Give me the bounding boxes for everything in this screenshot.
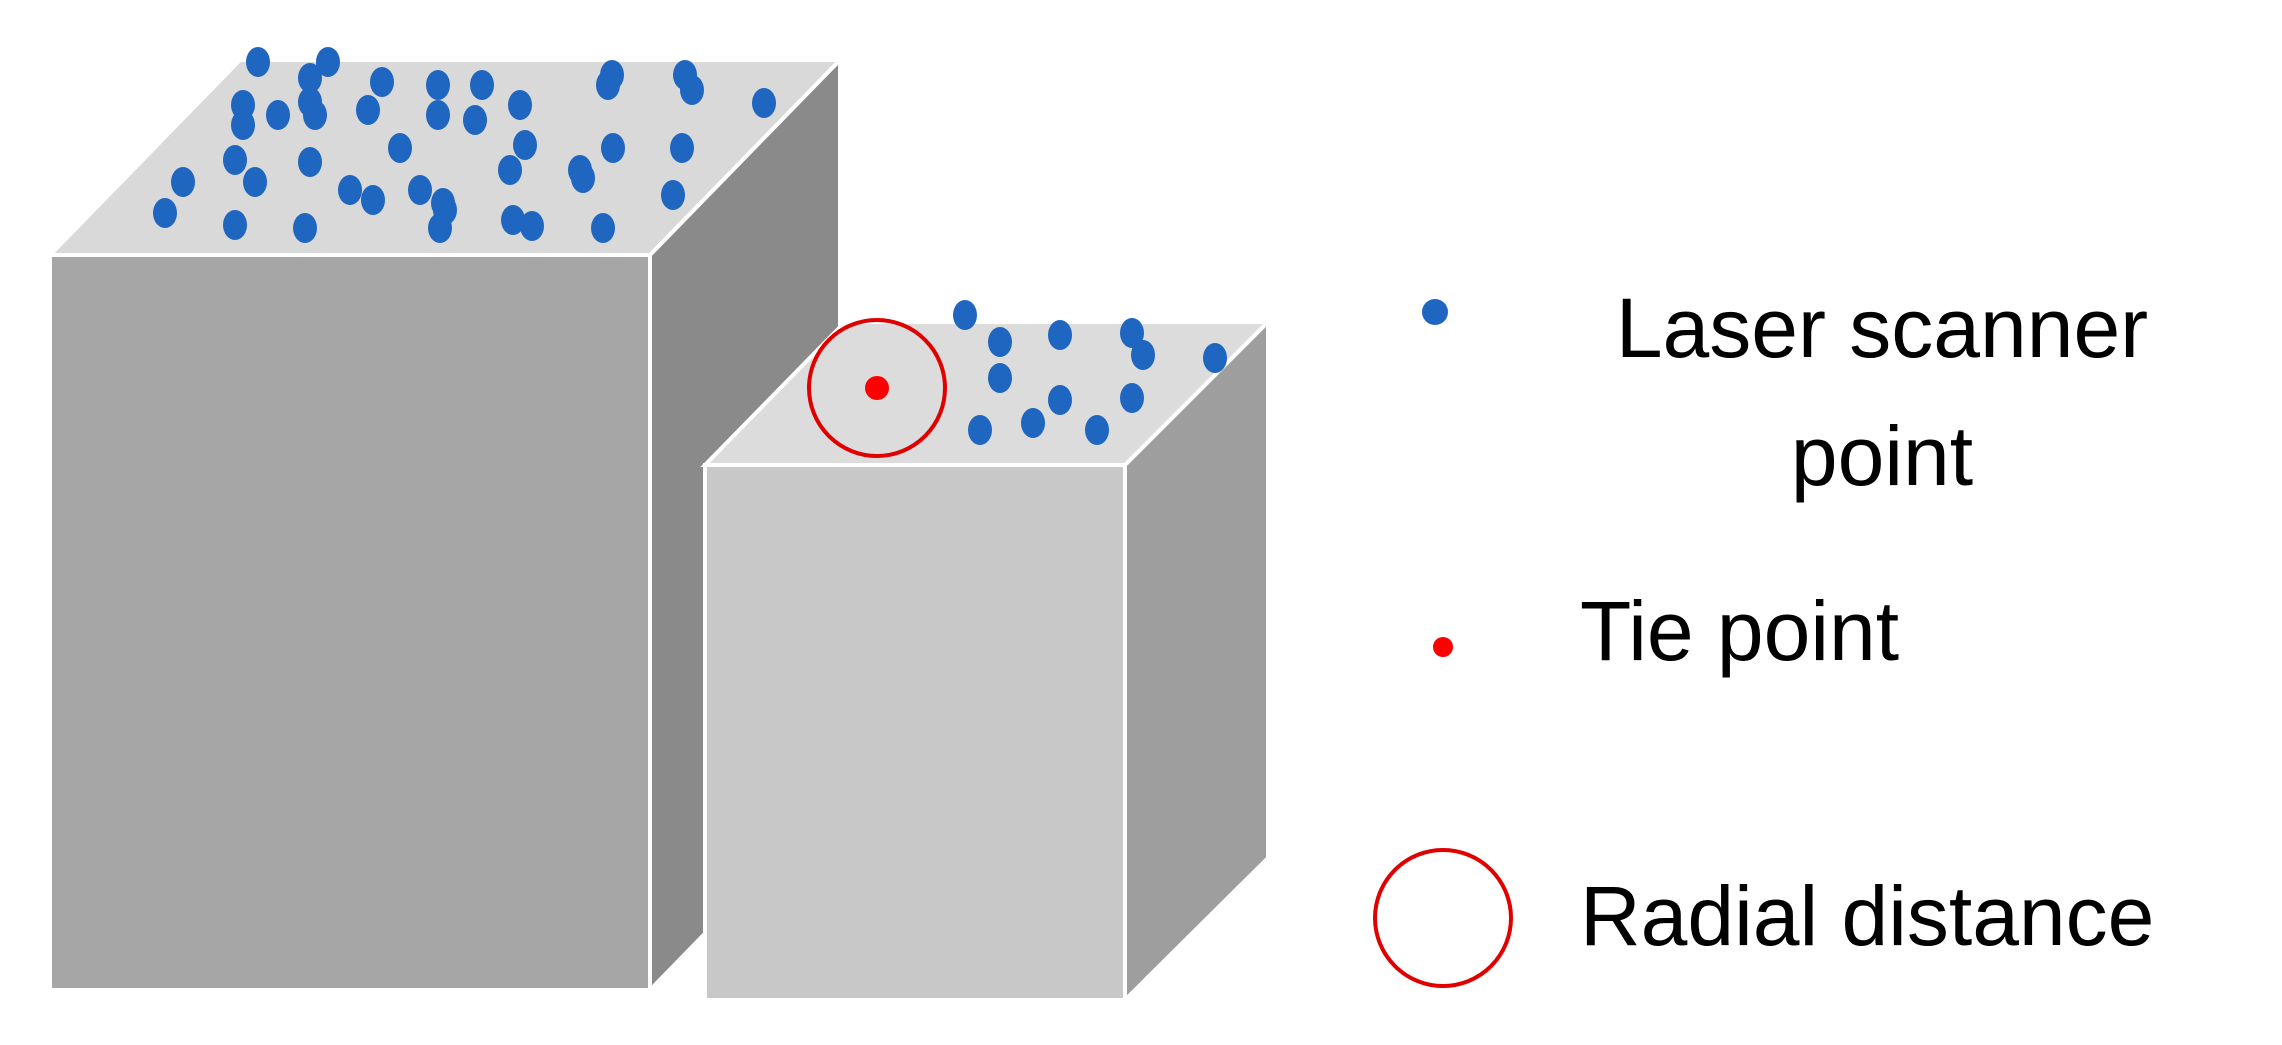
legend-radial-distance-label: Radial distance	[1580, 869, 2154, 963]
laser-point	[1120, 318, 1144, 348]
short-building-front-face	[703, 463, 1127, 1002]
laser-point	[408, 175, 432, 205]
legend-tie-point-label: Tie point	[1580, 584, 1899, 678]
tie-point-marker	[807, 318, 947, 458]
legend-laser-label-line1: Laser scanner	[1616, 281, 2148, 375]
laser-point	[428, 213, 452, 243]
laser-point	[1048, 320, 1072, 350]
red-circle-icon	[1373, 848, 1513, 988]
laser-point	[988, 363, 1012, 393]
laser-point	[171, 167, 195, 197]
laser-point	[338, 175, 362, 205]
laser-point	[293, 213, 317, 243]
laser-point	[498, 155, 522, 185]
laser-point	[356, 95, 380, 125]
laser-point	[298, 147, 322, 177]
laser-point	[1131, 340, 1155, 370]
red-dot-icon	[1433, 637, 1453, 657]
laser-point	[266, 100, 290, 130]
laser-point	[520, 211, 544, 241]
laser-point	[388, 133, 412, 163]
blue-dot-icon	[1422, 299, 1448, 325]
laser-point	[426, 100, 450, 130]
tall-building-front-face	[48, 253, 652, 992]
laser-points-tall-roof	[153, 47, 776, 243]
laser-point	[223, 145, 247, 175]
laser-point	[303, 100, 327, 130]
laser-point	[298, 63, 322, 93]
laser-point	[426, 70, 450, 100]
laser-point	[568, 155, 592, 185]
laser-point	[1048, 385, 1072, 415]
laser-point	[591, 213, 615, 243]
laser-point	[243, 167, 267, 197]
laser-point	[670, 133, 694, 163]
laser-points-short-roof	[953, 300, 1227, 445]
laser-point	[431, 188, 455, 218]
laser-point	[223, 210, 247, 240]
laser-point	[231, 110, 255, 140]
laser-point	[1085, 415, 1109, 445]
laser-point	[361, 185, 385, 215]
laser-point	[661, 180, 685, 210]
laser-point	[680, 75, 704, 105]
laser-point	[1021, 408, 1045, 438]
laser-point	[501, 205, 525, 235]
short-building	[700, 317, 1273, 1005]
laser-point	[752, 88, 776, 118]
legend: Laser scanner point Tie point Radial dis…	[1373, 281, 2154, 988]
tie-point	[865, 376, 889, 400]
radial-distance-circle	[807, 318, 947, 458]
laser-point	[988, 327, 1012, 357]
laser-point	[246, 47, 270, 77]
laser-point	[513, 130, 537, 160]
laser-point	[1203, 343, 1227, 373]
legend-laser-label-line2: point	[1791, 409, 1973, 503]
laser-point	[508, 90, 532, 120]
laser-point	[968, 415, 992, 445]
laser-point	[600, 60, 624, 90]
laser-point	[953, 300, 977, 330]
laser-point	[370, 67, 394, 97]
laser-point	[316, 47, 340, 77]
laser-point	[601, 133, 625, 163]
laser-point	[153, 198, 177, 228]
laser-point	[470, 70, 494, 100]
laser-point	[1120, 383, 1144, 413]
laser-point	[463, 105, 487, 135]
